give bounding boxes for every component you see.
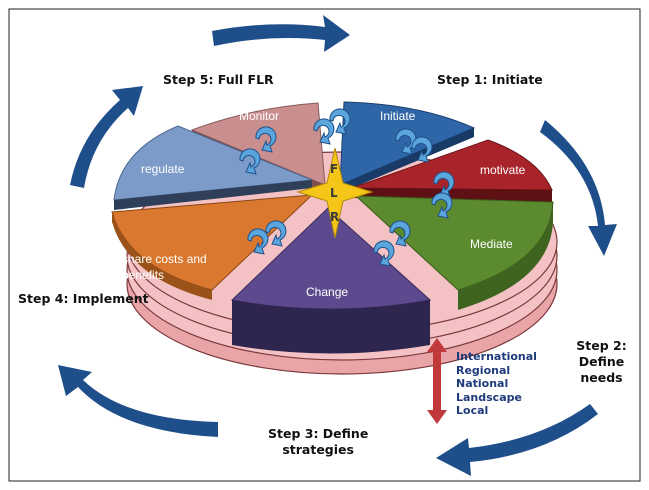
label-change: Change xyxy=(306,285,348,299)
small-arrow-7 xyxy=(389,220,411,247)
center-letter-r: R xyxy=(330,210,339,224)
step-3-line1: Step 3: Define xyxy=(268,426,369,441)
segment-motivate xyxy=(351,139,553,191)
center-letter-f: F xyxy=(330,162,338,176)
segment-change xyxy=(230,207,432,310)
step-4-label: Step 4: Implement xyxy=(18,291,149,306)
center-star xyxy=(296,147,374,239)
center-letter-l: L xyxy=(330,186,338,200)
frame-border xyxy=(8,8,641,482)
small-arrow-5 xyxy=(433,171,455,198)
small-arrow-6 xyxy=(431,192,453,219)
step-5-label: Step 5: Full FLR xyxy=(163,72,274,87)
level-local: Local xyxy=(456,404,489,417)
small-arrow-4 xyxy=(411,136,433,163)
step-2-line2: needs xyxy=(580,370,623,385)
cycle-arrow-left xyxy=(58,365,218,437)
small-arrow-2 xyxy=(329,108,351,135)
scale-levels-list: International Regional National Landscap… xyxy=(456,350,537,418)
step-3-line2: strategies xyxy=(282,442,354,457)
small-arrow-8 xyxy=(373,240,395,267)
step-3-label: Step 3: Define strategies xyxy=(268,426,368,458)
level-national: National xyxy=(456,377,509,390)
cycle-arrow-right xyxy=(540,120,617,256)
pie-segments xyxy=(111,101,554,354)
small-arrow-3 xyxy=(395,128,417,155)
cycle-arrow-top-left xyxy=(70,86,143,188)
segment-monitor xyxy=(190,102,326,186)
label-mediate: Mediate xyxy=(470,237,513,251)
level-international: International xyxy=(456,350,537,363)
step-1-label: Step 1: Initiate xyxy=(437,72,543,87)
label-monitor: Monitor xyxy=(239,109,279,123)
cycle-arrows xyxy=(58,15,617,476)
level-regional: Regional xyxy=(456,363,511,377)
small-arrow-10 xyxy=(265,220,287,247)
cycle-arrow-bottom-right xyxy=(436,404,598,476)
cycle-arrow-top xyxy=(212,15,350,52)
small-cycle-arrows xyxy=(239,108,455,267)
small-arrow-1 xyxy=(313,118,335,145)
label-share-line2: benefits xyxy=(122,268,164,282)
step-2-label: Step 2: Define needs xyxy=(554,338,649,386)
segment-mediate xyxy=(354,195,554,291)
small-arrow-12 xyxy=(255,126,277,153)
level-landscape: Landscape xyxy=(456,390,522,404)
label-share-line1: share costs and xyxy=(122,252,207,266)
label-regulate: regulate xyxy=(141,162,185,176)
level-arrow xyxy=(427,338,447,424)
step-2-line1: Step 2: Define xyxy=(576,338,627,369)
segment-regulate xyxy=(113,125,313,201)
label-motivate: motivate xyxy=(480,163,526,177)
small-arrow-11 xyxy=(239,148,261,175)
label-initiate: Initiate xyxy=(380,109,416,123)
segment-initiate xyxy=(339,101,476,186)
small-arrow-9 xyxy=(247,228,269,255)
